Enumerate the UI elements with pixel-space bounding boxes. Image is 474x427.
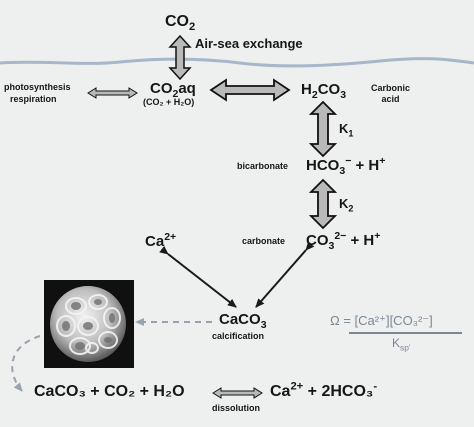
co2aq-h2co3-arrow xyxy=(209,78,291,102)
bicarbonate-name-label: bicarbonate xyxy=(237,161,289,171)
carbonate-calcification-arrow xyxy=(255,241,315,308)
respiration-label: respiration xyxy=(10,94,57,104)
dissolution-equation-left: CaCO₃ + CO₂ + H₂O xyxy=(34,383,185,400)
water-surface-line xyxy=(0,57,474,68)
k1-label: K1 xyxy=(339,121,354,139)
bicarbonate-formula: HCO3− + H+ xyxy=(306,155,386,177)
air-sea-exchange-arrow xyxy=(168,34,192,81)
dissolution-label: dissolution xyxy=(212,403,260,413)
carbonic-acid-label: Carbonic acid xyxy=(371,83,411,104)
co2aq-detail-label: (CO₂ + H₂O) xyxy=(143,97,195,107)
k2-equilibrium-arrow xyxy=(308,178,338,230)
carbonate-formula: CO32− + H+ xyxy=(306,230,381,252)
air-sea-exchange-label: Air-sea exchange xyxy=(195,36,303,51)
calcification-label: calcification xyxy=(212,331,265,341)
calcium-ion-label: Ca2+ xyxy=(145,231,177,250)
k1-equilibrium-arrow xyxy=(308,100,338,158)
saturation-state-fraction-bar xyxy=(349,332,462,334)
carbonic-acid-formula: H2CO3 xyxy=(301,81,347,101)
photosynthesis-arrow xyxy=(87,87,138,99)
calcium-carbonate-label: CaCO3 xyxy=(219,311,267,331)
coccolithophore-image xyxy=(44,280,134,368)
calcium-calcification-arrow xyxy=(159,245,237,308)
k2-label: K2 xyxy=(339,196,354,214)
dissolution-equation-right: Ca2+ + 2HCO₃- xyxy=(270,380,378,400)
dissolution-arrow xyxy=(212,387,263,399)
saturation-state-denominator: Ksp' xyxy=(392,336,411,353)
saturation-state-numerator: Ω = [Ca²⁺][CO₃²⁻] xyxy=(330,313,433,328)
carbonate-name-label: carbonate xyxy=(242,236,286,246)
co2aq-label: CO2aq xyxy=(150,80,196,100)
photosynthesis-label: photosynthesis xyxy=(4,82,71,92)
coccolith-to-equation-dashed-arrow xyxy=(11,335,41,392)
atmospheric-co2-label: CO2 xyxy=(165,13,196,34)
